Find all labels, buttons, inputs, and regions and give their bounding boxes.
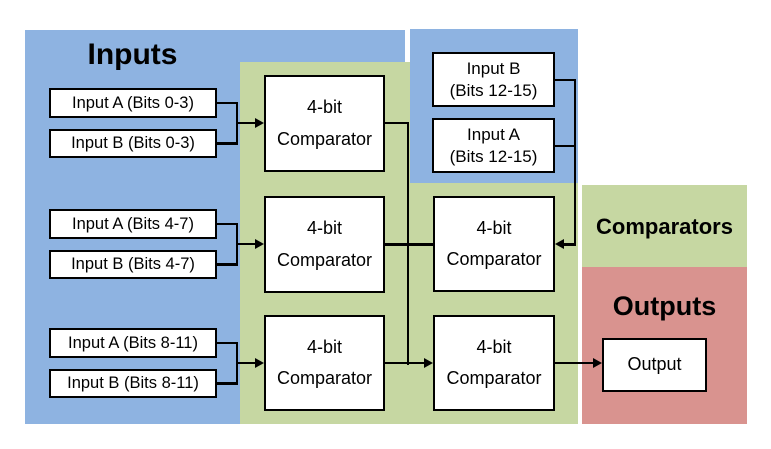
outputs-title: Outputs [612,291,717,321]
input-b-bits-4-7-label: Input B (Bits 4-7) [71,255,195,274]
input-a-bits-12-15-box: Input A (Bits 12-15) [432,118,555,173]
input-a-bits-4-7-box: Input A (Bits 4-7) [49,209,217,239]
arrowhead-into-comparator-4-7 [255,238,264,249]
input-a-bits-4-7-label: Input A (Bits 4-7) [72,214,194,233]
wire-into-comparator-4-7 [235,242,256,246]
output-box: Output [602,338,707,392]
comparator-bits-8-11-box: 4-bit Comparator [264,315,385,411]
input-a-bits-8-11-box: Input A (Bits 8-11) [49,328,217,358]
wire-input-a-12-15 [555,144,576,147]
input-b-bits-12-15-label-line1: Input B [466,59,521,79]
wire-input-b-12-15 [555,78,576,81]
input-b-bits-12-15-label-line2: (Bits 12-15) [449,80,538,100]
wire-comparator-4-7-to-stage2-upper [385,243,433,246]
wire-input-a-0-3 [217,101,238,104]
input-a-bits-8-11-label: Input A (Bits 8-11) [68,333,198,352]
comparator-bits-4-7-label-line1: 4-bit [306,218,342,238]
input-b-bits-8-11-label: Input B (Bits 8-11) [67,374,199,393]
input-a-bits-0-3-box: Input A (Bits 0-3) [49,88,217,118]
input-a-bits-12-15-label-line1: Input A [467,125,520,145]
input-a-bits-0-3-label: Input A (Bits 0-3) [72,93,194,112]
inputs-title: Inputs [87,38,178,71]
input-b-bits-0-3-box: Input B (Bits 0-3) [49,129,217,158]
output-label: Output [627,354,682,375]
input-b-bits-12-15-box: Input B (Bits 12-15) [432,52,555,107]
comparator-final-label-line1: 4-bit [476,336,512,357]
arrowhead-into-comparator-0-3 [255,117,264,128]
comparator-stage2-upper-box: 4-bit Comparator [433,196,555,292]
comparator-stage2-upper-label-line2: Comparator [446,249,542,269]
comparator-stage2-upper-label-line1: 4-bit [476,217,512,238]
wire-input-a-8-11 [217,341,238,344]
wire-into-comparator-0-3 [235,121,256,125]
comparator-bits-0-3-box: 4-bit Comparator [264,75,385,172]
comparator-bits-8-11-label-line2: Comparator [276,368,373,388]
arrowhead-into-comparator-stage2-upper [555,238,564,249]
comparators-region-right [582,185,747,267]
arrowhead-into-comparator-8-11 [255,357,264,368]
comparator-bits-0-3-label-line2: Comparator [276,128,373,149]
wire-input-b-4-7 [217,263,238,266]
comparator-final-label-line2: Comparator [446,368,542,388]
comparator-bits-4-7-label-line2: Comparator [276,249,373,270]
input-b-bits-8-11-box: Input B (Bits 8-11) [49,369,217,398]
wire-input-b-8-11 [217,382,238,385]
wire-comparator-0-3-output [385,121,409,124]
comparators-title: Comparators [596,214,733,239]
comparator-bits-8-11-label-line1: 4-bit [306,336,342,357]
wire-input-b-0-3 [217,142,238,145]
arrowhead-into-output [593,357,602,368]
wire-into-comparator-stage2-upper [563,243,576,246]
wire-input-a-4-7 [217,222,238,225]
input-b-bits-4-7-box: Input B (Bits 4-7) [49,250,217,279]
wire-into-comparator-8-11 [235,361,256,365]
wire-final-to-output [555,361,594,365]
comparator-bits-4-7-box: 4-bit Comparator [264,196,385,293]
input-a-bits-12-15-label-line2: (Bits 12-15) [449,146,538,166]
comparator-final-box: 4-bit Comparator [433,315,555,411]
input-b-bits-0-3-label: Input B (Bits 0-3) [71,134,195,153]
comparator-bits-0-3-label-line1: 4-bit [306,97,342,117]
wire-bus-12-15-vertical [573,78,576,246]
wire-comparator-8-11-output [385,361,425,365]
arrowhead-into-comparator-final [424,357,433,368]
